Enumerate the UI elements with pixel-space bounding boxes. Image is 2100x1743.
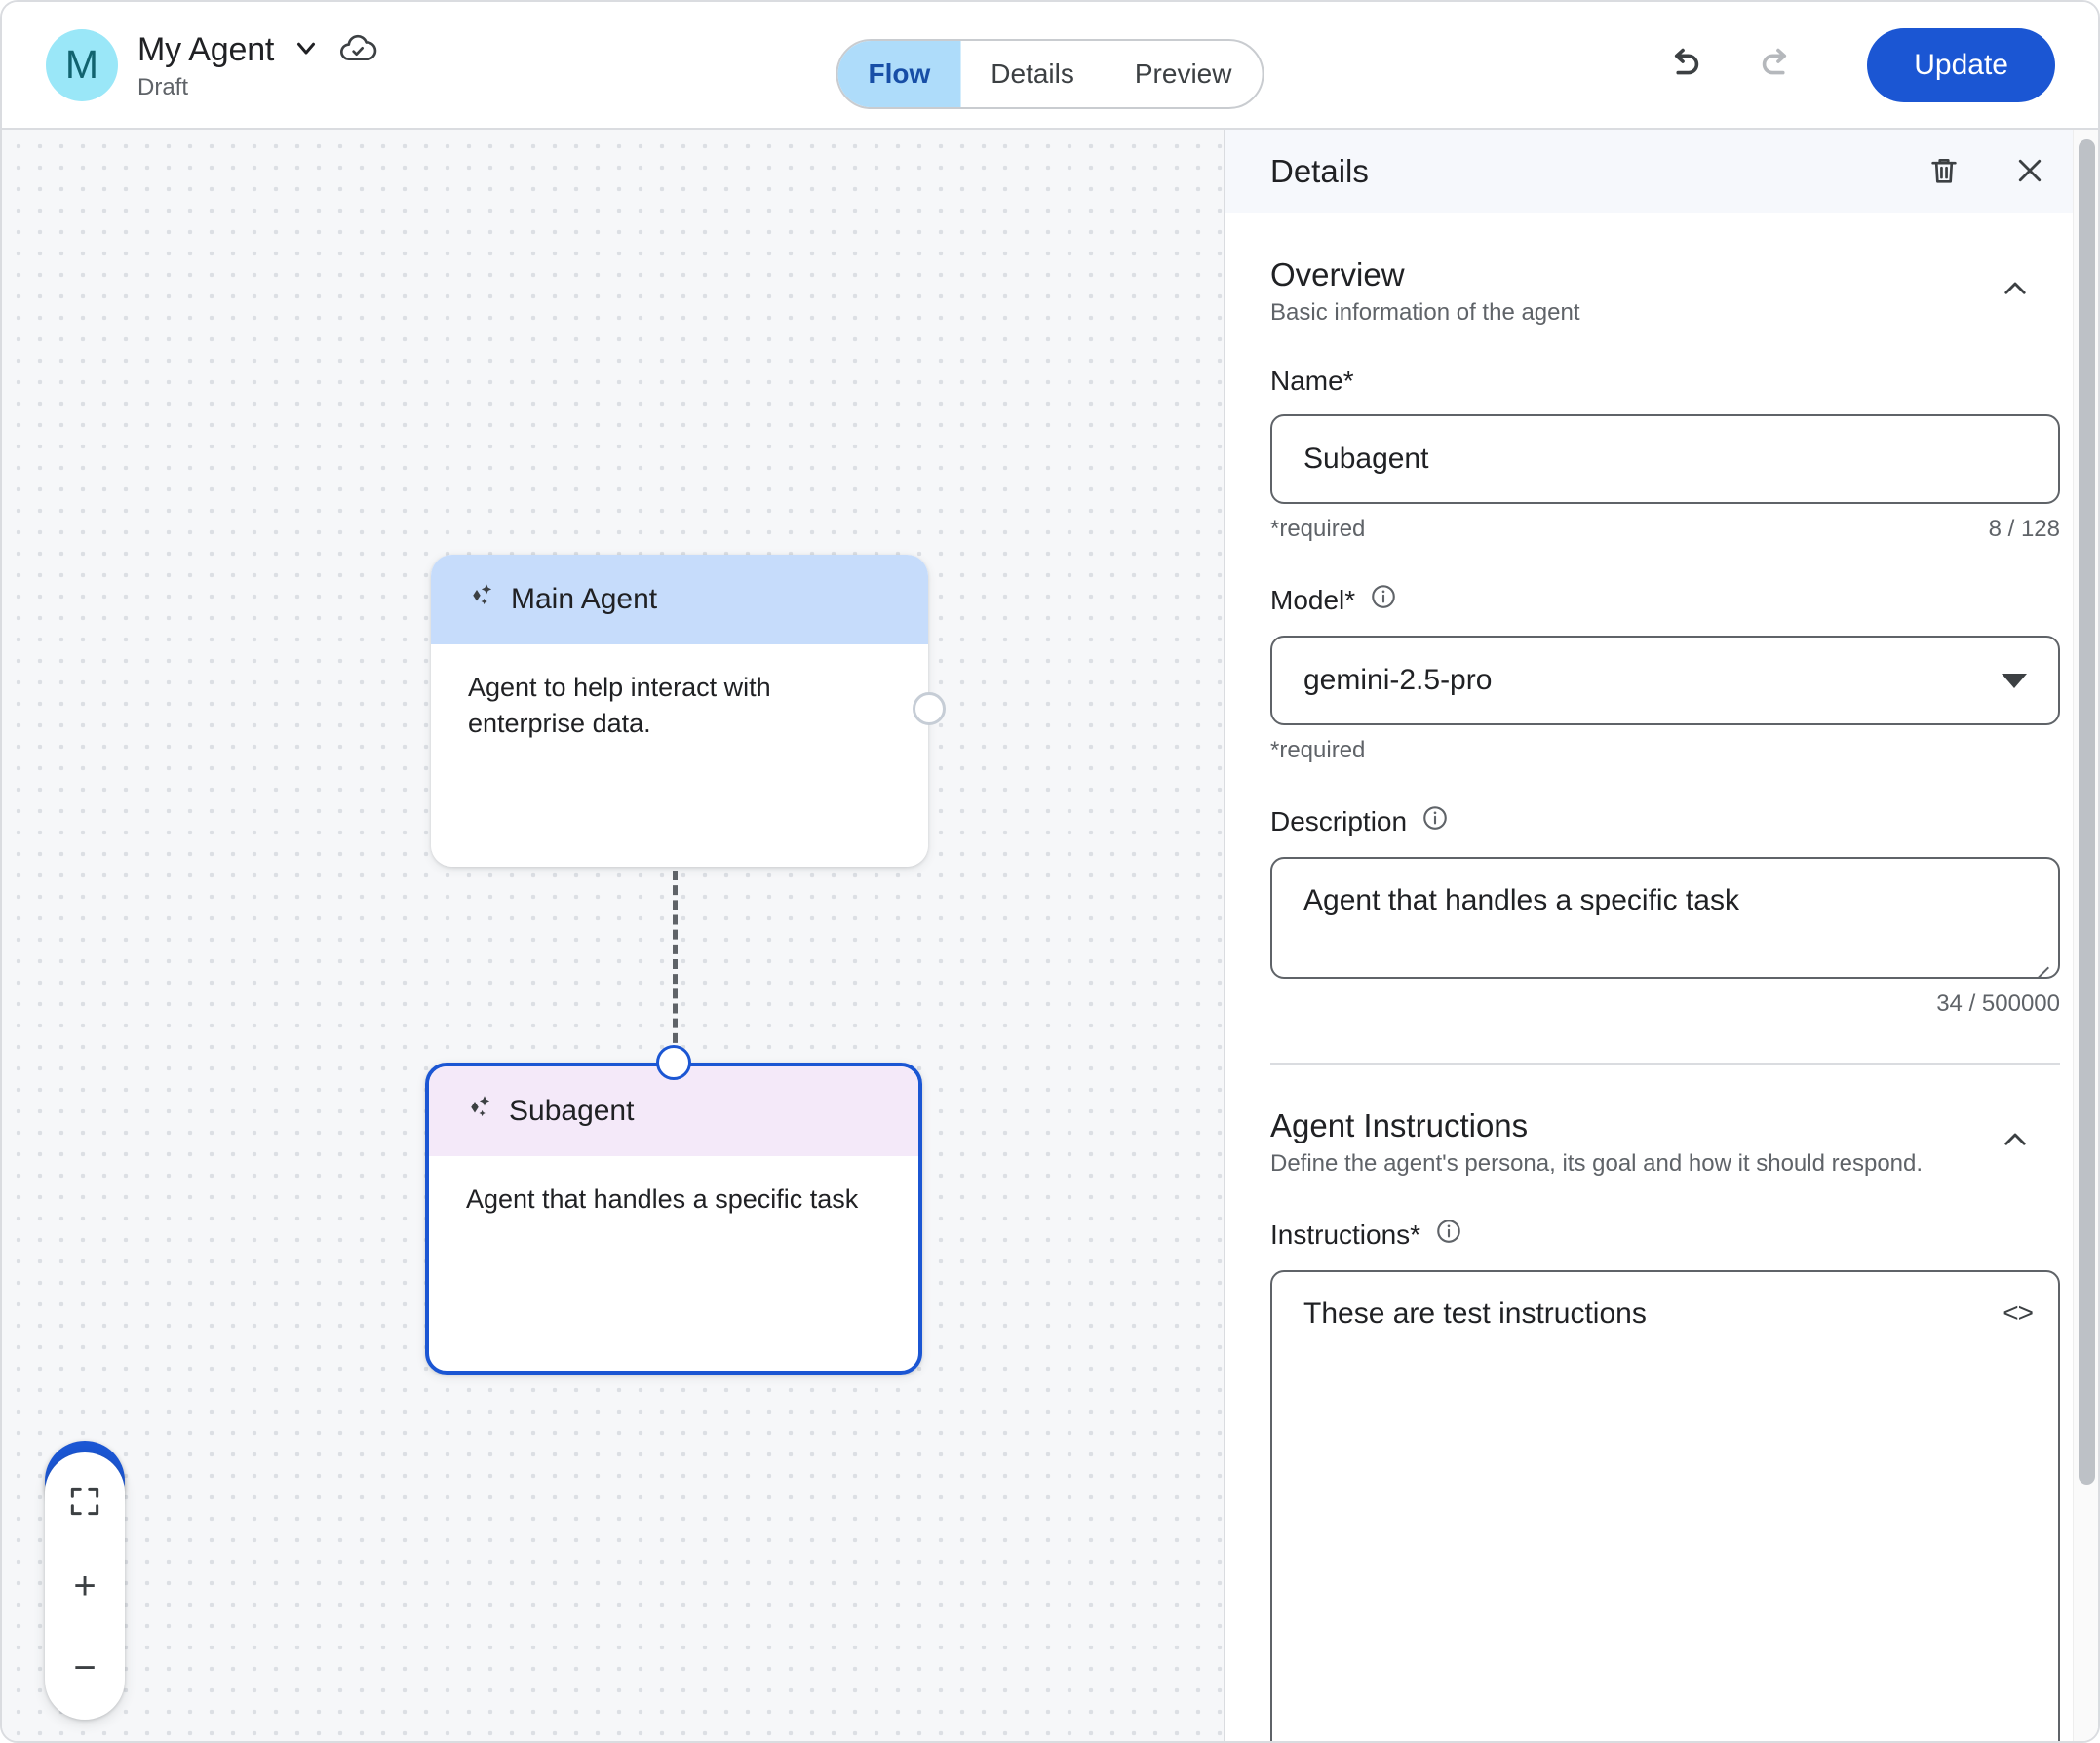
agent-status-label: Draft [137,74,189,100]
model-select[interactable]: gemini-2.5-pro [1270,636,2060,725]
fit-screen-icon [66,1483,103,1527]
instructions-label-text: Instructions* [1270,1219,1421,1250]
agent-brand: M My Agent Draft [46,28,377,101]
description-char-counter: 34 / 500000 [1936,990,2060,1017]
top-bar-actions: Update [1656,27,2055,102]
node-header: Subagent [429,1066,918,1156]
update-button[interactable]: Update [1867,27,2055,102]
info-icon[interactable] [1420,803,1450,839]
view-tabs: Flow Details Preview [836,39,1264,109]
edge-main-to-subagent [673,871,678,1058]
instructions-textarea[interactable]: These are test instructions <> [1270,1270,2060,1741]
details-panel-header: Details [1225,130,2098,213]
node-title: Subagent [509,1095,635,1127]
collapse-agent-instructions-button[interactable] [1991,1115,2040,1167]
close-button[interactable] [2003,144,2057,199]
tab-details[interactable]: Details [960,41,1105,107]
node-main-agent[interactable]: Main Agent Agent to help interact with e… [431,555,946,867]
tab-preview[interactable]: Preview [1105,41,1263,107]
node-description: Agent to help interact with enterprise d… [468,673,771,739]
panel-scrollbar[interactable] [2073,130,2098,1741]
details-panel-title: Details [1270,153,1369,189]
chevron-up-icon [1999,1133,2032,1159]
redo-button[interactable] [1750,38,1805,93]
instructions-value: These are test instructions [1303,1298,1647,1330]
field-description: Description Agent that handles a specifi… [1270,803,2060,1018]
cloud-done-icon [338,28,377,72]
description-label-text: Description [1270,805,1408,836]
model-helper-text: *required [1270,737,1366,763]
field-model: Model* gemini-2.5-pro *required [1270,582,2060,764]
undo-button[interactable] [1656,38,1711,93]
node-handle-right[interactable] [913,692,946,725]
page-title: My Agent [137,31,275,68]
sparkle-icon [466,1093,495,1130]
info-icon[interactable] [1369,582,1398,618]
body-area: Main Agent Agent to help interact with e… [2,130,2098,1741]
chevron-down-icon[interactable] [292,33,321,67]
avatar: M [46,28,118,101]
section-description: Basic information of the agent [1270,299,1580,326]
name-helper-text: *required [1270,516,1366,542]
model-label: Model* [1270,582,2040,618]
caret-down-icon [2002,673,2027,688]
details-panel-scroll[interactable]: Overview Basic information of the agent … [1225,213,2098,1741]
description-label: Description [1270,803,2040,839]
flow-canvas[interactable]: Main Agent Agent to help interact with e… [2,130,1224,1741]
section-agent-instructions-header: Agent Instructions Define the agent's pe… [1270,1107,2040,1178]
zoom-in-button[interactable]: + [45,1548,125,1624]
zoom-controls: + − [45,1452,125,1720]
model-label-text: Model* [1270,584,1356,615]
description-textarea[interactable]: Agent that handles a specific task [1270,857,2060,979]
collapse-overview-button[interactable] [1991,264,2040,316]
close-icon [2012,153,2047,191]
instructions-label: Instructions* [1270,1217,2040,1253]
description-value: Agent that handles a specific task [1303,884,1739,916]
info-icon[interactable] [1434,1217,1463,1253]
node-subagent[interactable]: Subagent Agent that handles a specific t… [425,1045,922,1375]
zoom-out-button[interactable]: − [45,1630,125,1706]
redo-icon [1755,41,1800,89]
section-title: Agent Instructions [1270,1107,1529,1143]
name-char-counter: 8 / 128 [1988,516,2060,542]
sparkle-icon [468,581,497,618]
panel-scrollbar-thumb[interactable] [2079,139,2095,1485]
section-overview-header: Overview Basic information of the agent [1270,256,2040,327]
node-handle-top[interactable] [656,1045,691,1080]
tab-flow[interactable]: Flow [837,41,961,107]
field-instructions: Instructions* These are test instruction… [1270,1217,2060,1741]
node-description: Agent that handles a specific task [466,1184,859,1214]
name-label: Name* [1270,366,1354,396]
field-name: Name* Subagent *required 8 / 128 [1270,366,2060,543]
top-bar: M My Agent Draft Flow Details Preview [2,2,2098,130]
section-description: Define the agent's persona, its goal and… [1270,1150,1924,1177]
delete-button[interactable] [1917,144,1971,199]
name-input[interactable]: Subagent [1270,414,2060,504]
trash-icon [1927,154,1961,190]
details-panel: Details [1224,130,2098,1741]
undo-icon [1661,41,1706,89]
node-header: Main Agent [431,555,928,644]
code-view-icon[interactable]: <> [2003,1298,2034,1328]
section-title: Overview [1270,256,1405,292]
fit-screen-button[interactable] [45,1466,125,1542]
resize-handle[interactable] [2031,949,2052,971]
chevron-up-icon [1999,282,2032,308]
model-select-value: gemini-2.5-pro [1303,664,1493,696]
section-divider [1270,1063,2060,1065]
node-title: Main Agent [511,583,658,615]
